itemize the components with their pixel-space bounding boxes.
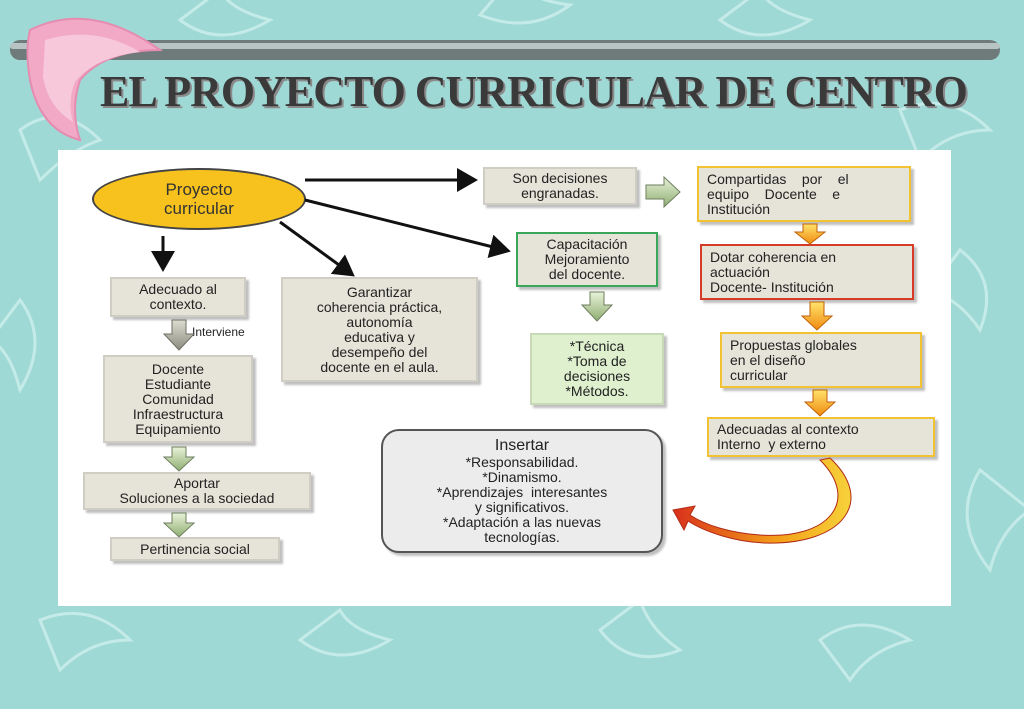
node-line: Insertar	[494, 437, 550, 454]
node-line: Aportar	[174, 475, 220, 491]
node-line: educativa y	[344, 328, 415, 345]
node-line: Propuestas globales	[730, 336, 857, 353]
node-garantizar: Garantizar coherencia práctica, autonomí…	[281, 277, 478, 382]
node-line: tecnologías.	[484, 529, 560, 545]
node-line: contexto.	[149, 296, 207, 312]
node-line: Adecuadas al contexto	[717, 421, 859, 437]
node-line: Capacitación	[546, 236, 628, 252]
node-adecuado: Adecuado al contexto.	[110, 277, 246, 317]
label-interviene: Interviene	[192, 325, 245, 339]
node-line: y significativos.	[474, 499, 570, 515]
node-line: Proyecto	[165, 180, 233, 199]
node-line: Institución	[707, 200, 771, 217]
node-proyecto-curricular: Proyecto curricular	[92, 168, 306, 230]
node-line: equipo Docente e	[707, 185, 841, 202]
node-tecnica: *Técnica *Toma de decisiones *Métodos.	[530, 333, 664, 405]
node-line: Dotar coherencia en	[710, 248, 837, 265]
node-line: engranadas.	[521, 185, 599, 201]
node-line: Equipamiento	[135, 420, 221, 437]
node-line: coherencia práctica,	[316, 298, 443, 315]
node-line: Comunidad	[142, 390, 214, 407]
node-line: Docente	[151, 360, 205, 377]
node-line: *Aprendizajes interesantes	[436, 484, 608, 500]
node-aportar: Aportar Soluciones a la sociedad	[83, 472, 311, 510]
node-line: Adecuado al	[139, 281, 217, 297]
node-line: Garantizar	[346, 283, 413, 300]
node-line: *Métodos.	[565, 383, 629, 399]
node-line: autonomía	[346, 313, 413, 330]
node-dotar: Dotar coherencia en actuación Docente- I…	[700, 244, 914, 300]
node-line: curricular	[730, 366, 788, 383]
node-capacitacion: Capacitación Mejoramiento del docente.	[516, 232, 658, 287]
node-line: curricular	[164, 199, 234, 218]
node-line: *Técnica	[569, 338, 625, 354]
node-line: del docente.	[548, 266, 626, 282]
node-line: *Adaptación a las nuevas	[443, 514, 601, 530]
node-line: docente en el aula.	[320, 358, 439, 375]
node-line: *Dinamismo.	[482, 469, 562, 485]
node-compartidas: Compartidas por el equipo Docente e Inst…	[697, 166, 911, 222]
node-line: *Toma de	[567, 353, 627, 369]
node-line: Mejoramiento	[544, 251, 630, 267]
node-line: Pertinencia social	[140, 540, 250, 557]
node-line: Soluciones a la sociedad	[119, 490, 275, 506]
node-pertinencia: Pertinencia social	[110, 537, 280, 561]
node-insertar: Insertar *Responsabilidad. *Dinamismo. *…	[381, 429, 663, 553]
node-line: Compartidas por el	[707, 170, 849, 187]
node-actores: Docente Estudiante Comunidad Infraestruc…	[103, 355, 253, 443]
node-line: Docente- Institución	[710, 278, 834, 295]
node-adecuadas: Adecuadas al contexto Interno y externo	[707, 417, 935, 457]
page-title: EL PROYECTO CURRICULAR DE CENTRO	[100, 67, 968, 116]
node-line: Son decisiones	[512, 170, 608, 186]
node-line: actuación	[710, 263, 770, 280]
node-line: desempeño del	[331, 343, 428, 360]
node-line: Estudiante	[144, 375, 212, 392]
node-line: en el diseño	[730, 351, 806, 368]
node-line: *Responsabilidad.	[465, 454, 579, 470]
node-line: decisiones	[563, 368, 631, 384]
node-propuestas: Propuestas globales en el diseño curricu…	[720, 332, 922, 388]
node-decisiones: Son decisiones engranadas.	[483, 167, 637, 205]
node-line: Interno y externo	[717, 436, 826, 452]
node-line: Infraestructura	[132, 405, 224, 422]
